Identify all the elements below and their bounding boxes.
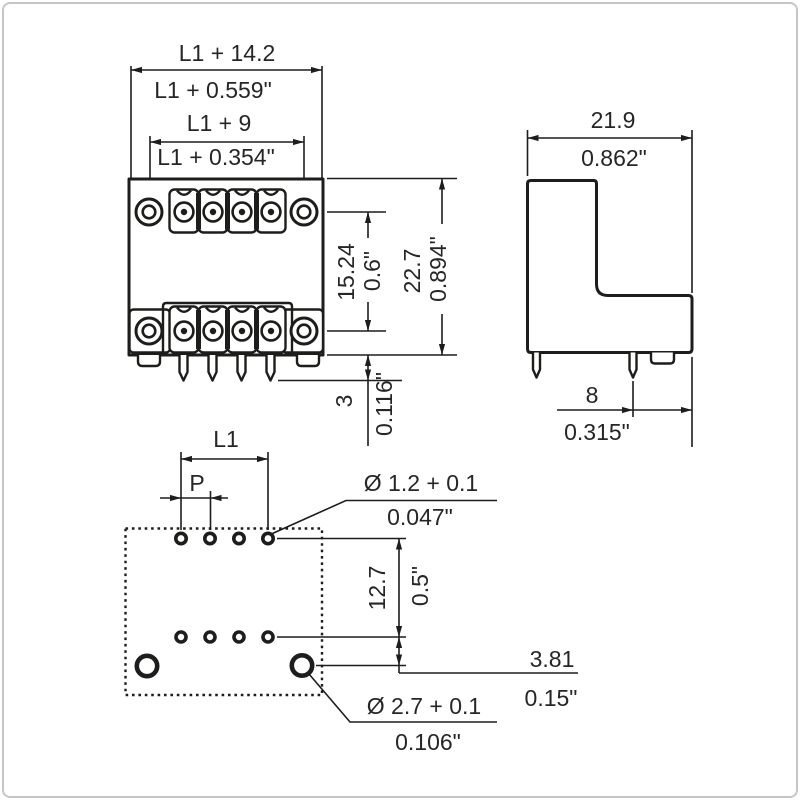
pin-hole bbox=[203, 531, 218, 546]
footprint-pitch-label: P bbox=[189, 470, 204, 496]
front-pin-length-mm-label: 3 bbox=[331, 395, 357, 408]
footprint-outline bbox=[124, 527, 324, 697]
front-flange-width-mm-label: L1 + 9 bbox=[187, 110, 252, 136]
arrowhead bbox=[170, 494, 181, 502]
footprint-callout-pin-hole: Ø 1.2 + 0.1 0.047" bbox=[272, 470, 497, 535]
pin-hole bbox=[203, 630, 217, 644]
solder-pin bbox=[628, 352, 638, 379]
footprint-hole-offset-mm-label: 3.81 bbox=[530, 646, 575, 672]
mounting-flange-bottom-left bbox=[134, 316, 164, 346]
footprint-dim-hole-offset: 3.81 0.15" bbox=[399, 646, 578, 711]
solder-pin bbox=[236, 355, 247, 382]
footprint-mount-hole-dia-mm-label: Ø 2.7 + 0.1 bbox=[367, 693, 481, 719]
arrowhead bbox=[364, 355, 372, 366]
front-dim-row-spacing: 15.24 0.6" bbox=[327, 211, 386, 332]
arrowhead bbox=[364, 369, 372, 381]
arrowhead bbox=[150, 138, 161, 146]
front-height-mm-label: 22.7 bbox=[399, 249, 425, 294]
mounting-foot-side bbox=[649, 352, 676, 365]
front-dim-flange-width: L1 + 9 L1 + 0.354" bbox=[149, 110, 305, 206]
mounting-foot-left bbox=[136, 355, 162, 368]
footprint-dim-pitch: P bbox=[160, 470, 228, 530]
arrowhead bbox=[311, 66, 322, 74]
front-row-spacing-mm-label: 15.24 bbox=[333, 243, 359, 301]
terminal-unit bbox=[197, 305, 229, 354]
solder-pin bbox=[207, 355, 218, 382]
terminal-unit bbox=[226, 188, 258, 234]
arrowhead bbox=[257, 455, 268, 463]
arrowhead bbox=[395, 637, 403, 648]
arrowhead bbox=[293, 138, 304, 146]
footprint-row-spacing-mm-label: 12.7 bbox=[364, 566, 390, 611]
front-view: L1 + 14.2 L1 + 0.559" L1 + 9 L1 + 0.354" bbox=[127, 40, 457, 446]
pin-hole bbox=[261, 630, 275, 644]
front-pin-length-in-label: 0.116" bbox=[371, 372, 397, 436]
front-flange-width-in-label: L1 + 0.354" bbox=[157, 144, 275, 170]
mounting-foot-right bbox=[295, 355, 321, 368]
side-dim-depth: 21.9 0.862" bbox=[526, 107, 693, 293]
side-pin-to-edge-in-label: 0.315" bbox=[564, 419, 630, 445]
terminal-unit bbox=[255, 305, 287, 354]
pin-hole bbox=[174, 531, 189, 546]
footprint-length-label: L1 bbox=[213, 426, 239, 452]
pin-hole bbox=[232, 531, 247, 546]
arrowhead bbox=[622, 406, 633, 414]
footprint-dim-length: L1 bbox=[180, 426, 269, 530]
pin-hole bbox=[232, 630, 246, 644]
front-dim-pin-length: 3 0.116" bbox=[278, 355, 402, 446]
side-depth-mm-label: 21.9 bbox=[591, 107, 636, 133]
arrowhead bbox=[395, 538, 403, 550]
arrowhead bbox=[210, 494, 222, 502]
mounting-hole bbox=[289, 652, 315, 678]
arrowhead bbox=[395, 654, 403, 666]
footprint-row-spacing-in-label: 0.5" bbox=[407, 566, 433, 606]
footprint-callout-mount-hole: Ø 2.7 + 0.1 0.106" bbox=[308, 673, 497, 755]
arrowhead bbox=[364, 212, 372, 223]
front-height-in-label: 0.894" bbox=[425, 236, 451, 302]
solder-pin bbox=[265, 355, 276, 382]
mounting-flange-bottom-right bbox=[289, 316, 319, 346]
arrowhead bbox=[681, 406, 692, 414]
footprint-pin-hole-dia-mm-label: Ø 1.2 + 0.1 bbox=[364, 470, 478, 496]
terminal-unit bbox=[197, 188, 229, 234]
terminal-unit bbox=[255, 188, 287, 234]
front-row-spacing-in-label: 0.6" bbox=[359, 251, 385, 291]
arrowhead bbox=[181, 455, 192, 463]
arrowhead bbox=[364, 320, 372, 331]
footprint-view: L1 P Ø 1.2 + 0.1 0.047" bbox=[124, 426, 578, 755]
arrowhead bbox=[527, 134, 539, 142]
terminal-block-top bbox=[168, 188, 287, 234]
arrowhead bbox=[438, 344, 446, 355]
arrowhead bbox=[395, 626, 403, 637]
side-depth-in-label: 0.862" bbox=[581, 145, 647, 171]
side-pin-to-edge-mm-label: 8 bbox=[586, 382, 599, 408]
front-outer-width-in-label: L1 + 0.559" bbox=[154, 77, 272, 103]
terminal-unit bbox=[168, 305, 200, 354]
side-dim-pin-to-edge: 8 0.315" bbox=[557, 357, 693, 447]
connector-side-profile bbox=[526, 179, 694, 354]
side-view: 21.9 0.862" 8 0.315" bbox=[526, 107, 694, 447]
front-dim-height: 22.7 0.894" bbox=[327, 177, 457, 356]
arrowhead bbox=[131, 66, 142, 74]
front-dim-outer-width: L1 + 14.2 L1 + 0.559" bbox=[130, 40, 323, 178]
solder-pin bbox=[531, 352, 542, 379]
footprint-pin-hole-dia-in-label: 0.047" bbox=[387, 504, 453, 530]
terminal-unit bbox=[226, 305, 258, 354]
arrowhead bbox=[681, 134, 692, 142]
footprint-dim-row-spacing: 12.7 0.5" bbox=[277, 537, 433, 673]
solder-pin bbox=[178, 355, 189, 382]
footprint-hole-offset-in-label: 0.15" bbox=[525, 685, 578, 711]
pin-hole bbox=[260, 531, 275, 546]
front-outer-width-mm-label: L1 + 14.2 bbox=[179, 40, 276, 66]
mounting-hole bbox=[134, 653, 160, 679]
terminal-unit bbox=[168, 188, 200, 234]
mounting-flange-top-left bbox=[134, 197, 164, 227]
footprint-mount-hole-dia-in-label: 0.106" bbox=[395, 729, 461, 755]
mounting-flange-top-right bbox=[289, 197, 319, 227]
pin-hole bbox=[174, 630, 188, 644]
arrowhead bbox=[438, 178, 446, 190]
